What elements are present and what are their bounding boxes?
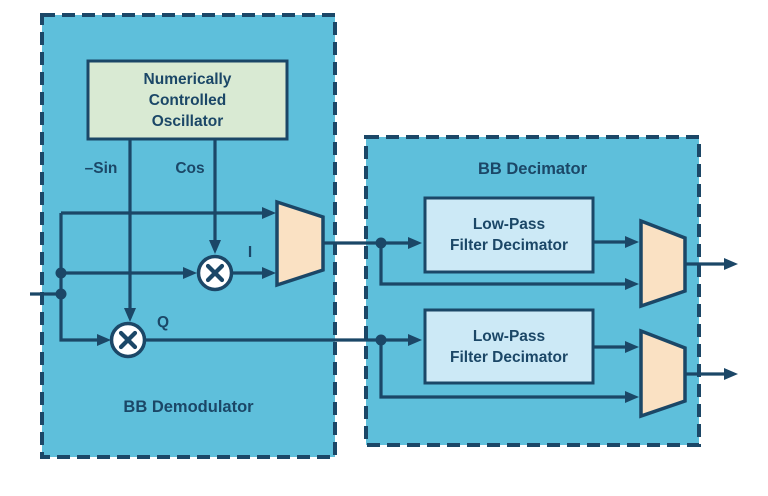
q-bypass-line	[379, 340, 627, 399]
demodulator-mux-trapezoid	[275, 199, 325, 288]
lpf-decimator-2-box	[423, 308, 595, 385]
input-fanout-line	[59, 213, 99, 342]
decimator-mux1-trapezoid	[639, 218, 687, 309]
arrowheads	[97, 207, 738, 403]
arrowhead	[625, 341, 639, 353]
multiply-icon	[205, 263, 225, 283]
arrowhead	[262, 267, 276, 279]
arrowhead	[408, 334, 422, 346]
arrowhead	[625, 236, 639, 248]
signal-lines	[30, 139, 725, 399]
arrowhead	[408, 237, 422, 249]
arrowhead	[124, 308, 136, 322]
multiply-icon	[118, 330, 138, 350]
lpf-decimator-1-box	[423, 196, 595, 274]
arrowhead	[262, 207, 276, 219]
nco-box	[86, 59, 289, 141]
junction-dot	[375, 237, 387, 249]
decimator-mux2-trapezoid	[639, 328, 687, 419]
arrowhead	[724, 368, 738, 380]
arrowhead	[625, 391, 639, 403]
junction-dot	[55, 267, 67, 279]
i-bypass-line	[379, 243, 627, 286]
arrowhead	[209, 240, 221, 254]
multiplier-i	[196, 254, 234, 292]
junction-dot	[375, 334, 387, 346]
arrowhead	[97, 334, 111, 346]
arrowhead	[724, 258, 738, 270]
arrowhead	[625, 278, 639, 290]
arrowhead	[183, 267, 197, 279]
junction-dots	[55, 237, 387, 346]
multiplier-q	[109, 321, 147, 359]
junction-dot	[55, 288, 67, 300]
